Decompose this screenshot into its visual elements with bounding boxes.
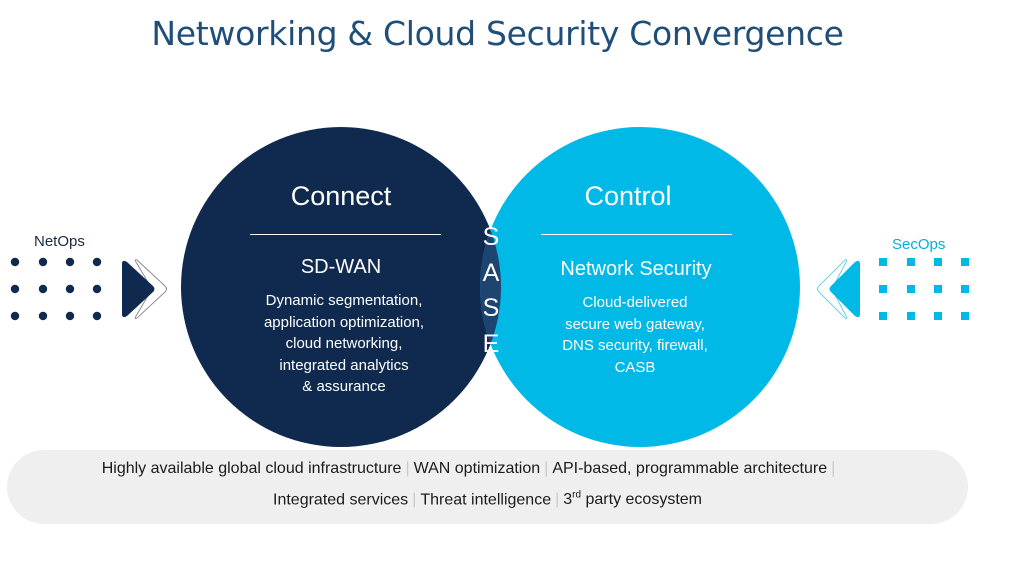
connect-line: application optimization,: [263, 313, 425, 331]
ordinal-suffix: rd: [572, 490, 582, 501]
connect-line: integrated analytics: [279, 356, 409, 374]
control-line: DNS security, firewall,: [562, 337, 708, 354]
foundation-row-1: Highly available global cloud infrastruc…: [0, 460, 951, 478]
connect-description: Dynamic segmentation, application optimi…: [226, 290, 462, 398]
double-chevron-left-icon: [817, 259, 860, 320]
sase-letter-a: A: [482, 259, 500, 287]
connect-line: cloud networking,: [285, 335, 403, 352]
sase-letter-s2: S: [482, 294, 500, 322]
connect-heading: Connect: [290, 181, 392, 211]
ordinal-number: 3: [563, 491, 573, 509]
separator: |: [555, 491, 560, 509]
separator: |: [831, 460, 836, 477]
control-line: Cloud-delivered: [582, 294, 688, 311]
separator: |: [412, 491, 417, 509]
foundation-item: API-based, programmable architecture: [552, 460, 828, 477]
separator: |: [544, 460, 549, 477]
netops-label: NetOps: [34, 233, 85, 250]
foundation-item-ecosystem: 3rd party ecosystem: [563, 490, 703, 509]
connect-line: Dynamic segmentation,: [265, 292, 423, 309]
control-description: Cloud-delivered secure web gateway, DNS …: [517, 292, 753, 378]
connect-circle: [181, 127, 501, 447]
double-chevron-right-icon: [122, 259, 167, 320]
connect-divider: [250, 234, 441, 235]
connect-subheading: SD-WAN: [300, 256, 382, 278]
sase-letter-e: E: [482, 330, 500, 358]
control-circle: [480, 127, 800, 447]
foundation-item: Integrated services: [273, 491, 409, 509]
sase-letter-s: S: [482, 223, 500, 251]
connect-line: & assurance: [302, 378, 386, 395]
foundation-item: WAN optimization: [413, 460, 541, 477]
foundation-row-2: Integrated services|Threat intelligence|…: [7, 490, 968, 509]
control-subheading: Network Security: [560, 258, 712, 280]
control-divider: [541, 234, 732, 235]
control-line: secure web gateway,: [565, 315, 705, 333]
secops-label: SecOps: [892, 236, 946, 253]
page-title: Networking & Cloud Security Convergence: [151, 14, 844, 53]
square-grid-icon: [879, 258, 969, 320]
control-line: CASB: [614, 358, 656, 376]
ecosystem-text: party ecosystem: [581, 491, 703, 509]
dot-grid-icon: [10, 257, 102, 321]
foundation-item: Highly available global cloud infrastruc…: [101, 460, 402, 477]
foundation-item: Threat intelligence: [420, 491, 552, 509]
foundation-bar: Highly available global cloud infrastruc…: [7, 450, 968, 524]
control-heading: Control: [584, 181, 672, 211]
separator: |: [405, 460, 410, 477]
